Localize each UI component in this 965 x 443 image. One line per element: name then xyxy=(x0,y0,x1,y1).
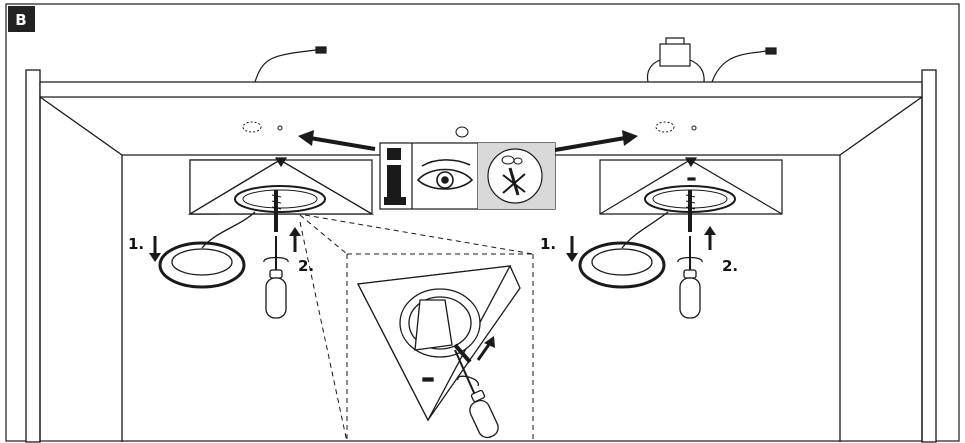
left-step1-label: 1. xyxy=(128,235,144,253)
frame-border xyxy=(5,3,960,442)
right-screwdriver xyxy=(677,236,703,319)
section-badge: B xyxy=(8,6,35,32)
info-icon xyxy=(382,145,412,207)
right-step2-arrow xyxy=(704,226,716,250)
right-step1-label: 1. xyxy=(540,235,556,253)
right-luminaire xyxy=(599,157,783,232)
left-ring-cover xyxy=(158,211,256,289)
detail-callout xyxy=(299,214,534,443)
cabinet xyxy=(25,69,937,443)
detail-luminaire xyxy=(356,265,521,422)
cables xyxy=(254,37,777,83)
no-drilling-icon xyxy=(478,143,555,209)
eye-icon xyxy=(416,159,474,190)
section-letter: B xyxy=(15,11,26,29)
detail-arrow xyxy=(476,336,495,361)
left-step1-arrow xyxy=(149,236,161,262)
right-step2-label: 2. xyxy=(722,257,738,275)
left-luminaire xyxy=(187,157,375,232)
right-step1-arrow xyxy=(566,236,578,262)
left-step2-label: 2. xyxy=(298,257,314,275)
ceiling-marks xyxy=(242,121,697,138)
detail-screwdriver xyxy=(454,349,499,439)
left-screwdriver xyxy=(263,236,289,319)
right-ring-cover xyxy=(578,211,669,289)
info-panel xyxy=(379,142,556,210)
direction-arrows xyxy=(298,130,638,152)
left-step2-arrow xyxy=(289,227,301,252)
